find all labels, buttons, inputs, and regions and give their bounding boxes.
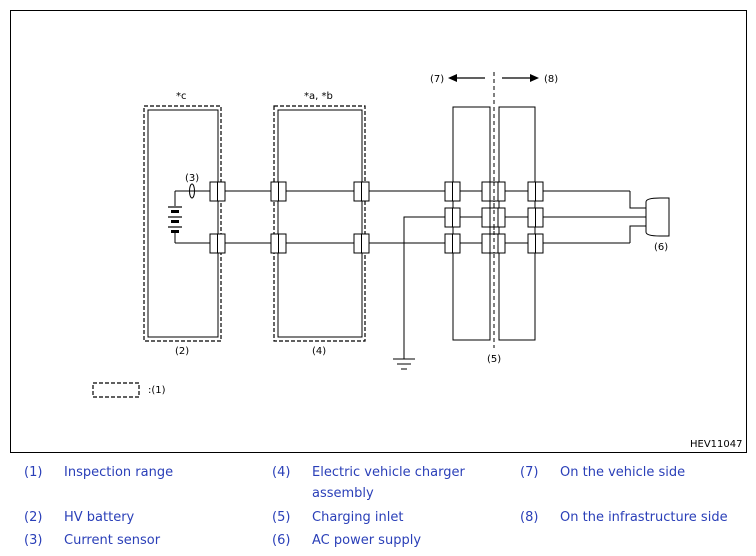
legend-item: (8) On the infrastructure side xyxy=(520,507,750,528)
callout-current-sensor: (3) xyxy=(185,173,199,184)
arrow-vehicle-head xyxy=(448,74,457,82)
legend-num: (5) xyxy=(272,510,291,525)
ground-icon xyxy=(393,358,415,370)
legend-text: Electric vehicle charger assembly xyxy=(312,465,465,501)
legend-num: (1) xyxy=(24,465,43,480)
legend-item: (4) Electric vehicle charger assembly xyxy=(272,462,472,504)
hv-battery-inspection-range xyxy=(143,105,222,342)
note-c: *c xyxy=(176,91,187,102)
legend-num: (4) xyxy=(272,465,291,480)
note-ab: *a, *b xyxy=(304,91,333,102)
legend-item: (5) Charging inlet xyxy=(272,507,472,528)
legend-item: (1) Inspection range xyxy=(24,462,254,483)
legend-text: Current sensor xyxy=(64,533,161,548)
hv-battery-block xyxy=(147,109,219,338)
ac-power-plug-icon xyxy=(645,197,670,237)
callout-hv-battery: (2) xyxy=(175,346,189,357)
legend-text: Inspection range xyxy=(64,465,174,480)
arrow-infra-head xyxy=(530,74,539,82)
callout-charger: (4) xyxy=(312,346,326,357)
inspection-range-key xyxy=(92,382,140,398)
charger-inspection-range xyxy=(273,105,366,342)
legend-text: Charging inlet xyxy=(312,510,404,525)
legend-num: (6) xyxy=(272,533,291,548)
diagram-frame xyxy=(10,10,747,453)
legend-num: (3) xyxy=(24,533,43,548)
legend-item: (3) Current sensor xyxy=(24,530,254,551)
charger-assembly-block xyxy=(277,109,363,338)
legend-item: (7) On the vehicle side xyxy=(520,462,750,483)
wiring xyxy=(175,190,646,359)
figure-code: HEV11047 xyxy=(690,439,743,450)
wiring-diagram: *c (2) *a, *b (4) (5) (7) (8) (3) xyxy=(10,10,747,453)
legend-text: AC power supply xyxy=(312,533,422,548)
inspection-range-key-label: :(1) xyxy=(148,385,166,396)
legend-num: (2) xyxy=(24,510,43,525)
callout-charging-inlet: (5) xyxy=(487,354,501,365)
legend-item: (6) AC power supply xyxy=(272,530,472,551)
callout-infrastructure-side: (8) xyxy=(544,74,558,85)
callout-ac-power-supply: (6) xyxy=(654,242,668,253)
legend-text: On the infrastructure side xyxy=(560,510,728,525)
legend-item: (2) HV battery xyxy=(24,507,254,528)
legend-num: (8) xyxy=(520,510,539,525)
legend-num: (7) xyxy=(520,465,539,480)
legend: (1) Inspection range (2) HV battery (3) … xyxy=(0,458,756,556)
connectors xyxy=(209,181,544,254)
callout-vehicle-side: (7) xyxy=(430,74,444,85)
legend-text: HV battery xyxy=(64,510,135,525)
legend-text: On the vehicle side xyxy=(560,465,686,480)
battery-symbol xyxy=(168,191,182,243)
